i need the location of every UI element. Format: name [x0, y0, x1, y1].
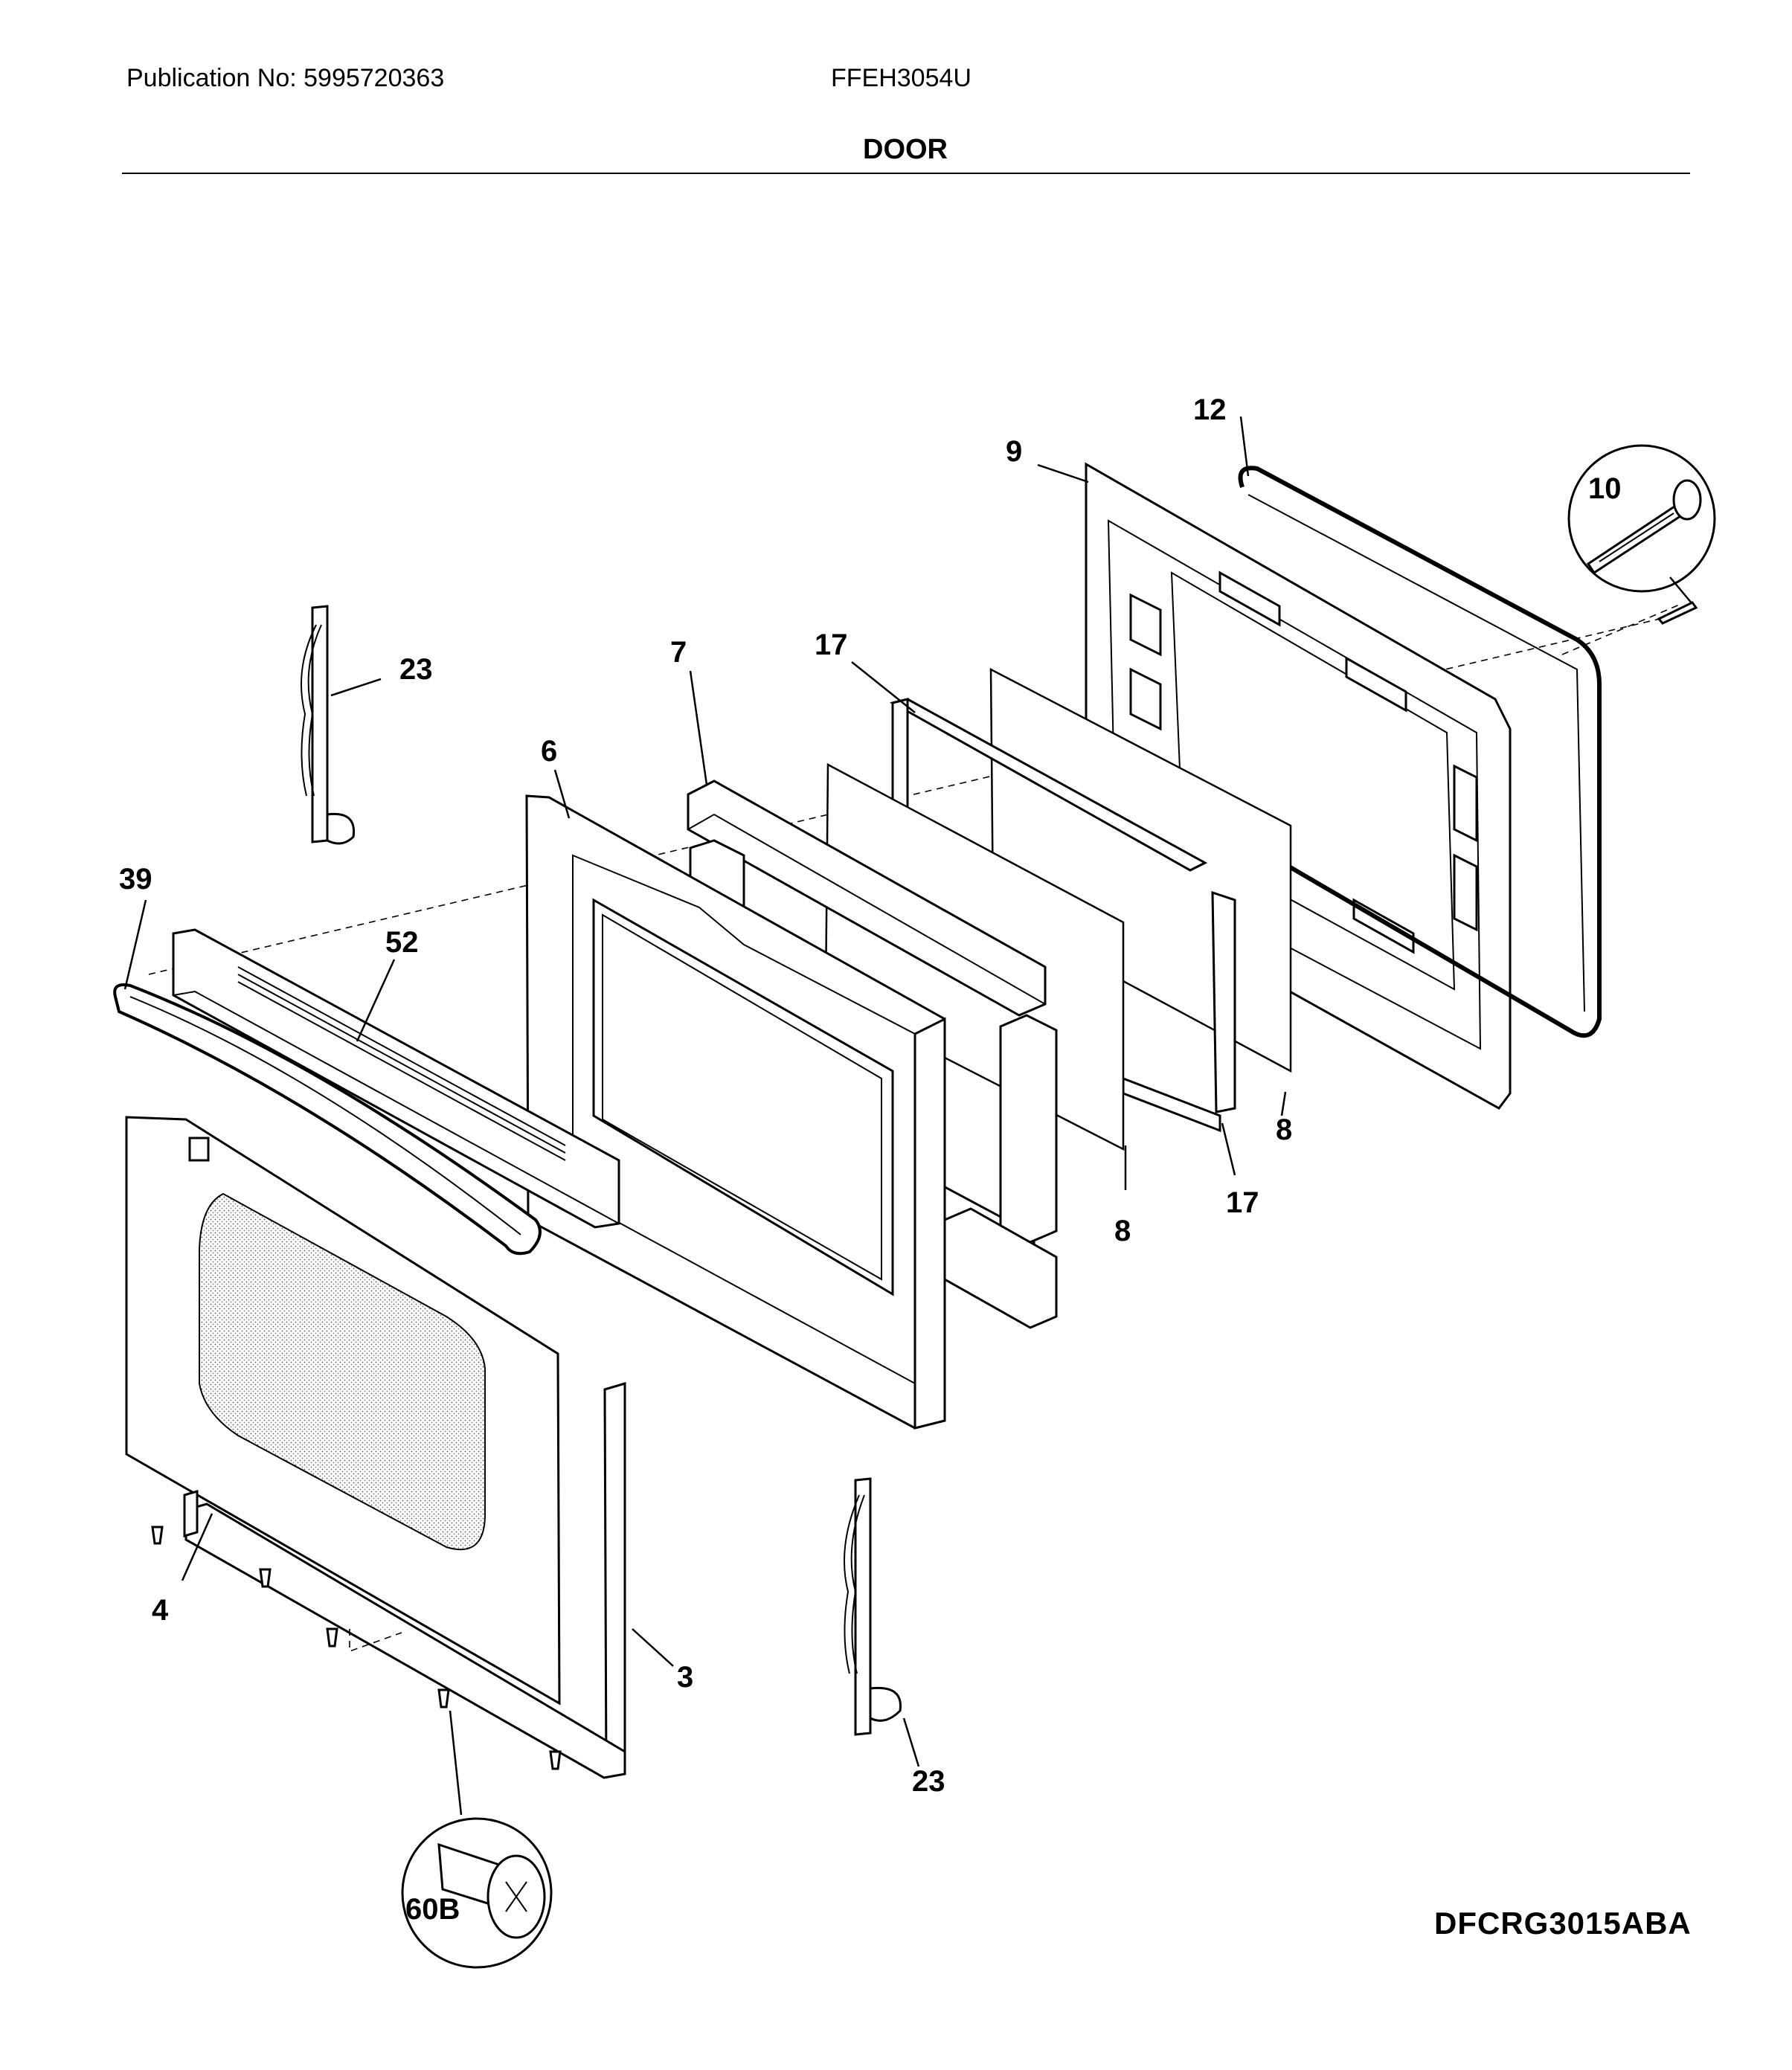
part-12-gasket-inner — [1247, 494, 1585, 1012]
part-52-vent-trim — [172, 928, 620, 1229]
callout-9: 9 — [1006, 435, 1022, 468]
part-10-screw-small — [1657, 601, 1698, 625]
part-3-door-side-trim — [184, 1381, 626, 1779]
screw-axis-60b — [349, 1629, 402, 1653]
part-12-gasket — [1238, 466, 1602, 1038]
part-6-door-liner — [525, 794, 946, 1430]
model-number: FFEH3054U — [831, 64, 972, 92]
callout-23-upper: 23 — [399, 653, 433, 686]
callout-17-top: 17 — [815, 629, 848, 661]
diagram-code: DFCRG3015ABA — [1434, 1906, 1692, 1941]
callout-6: 6 — [541, 735, 557, 768]
leader-lines — [123, 416, 1287, 1816]
callout-8-right: 8 — [1276, 1113, 1292, 1146]
callout-4: 4 — [152, 1594, 169, 1627]
part-9-inner-door-panel — [1085, 462, 1512, 1110]
part-39-handle-edge — [129, 996, 521, 1235]
callout-39: 39 — [119, 863, 152, 896]
part-39-handle — [113, 983, 542, 1256]
detail-circle-part-10 — [1567, 444, 1716, 605]
outer-door-glass — [125, 1116, 561, 1706]
section-title: DOOR — [863, 134, 948, 165]
callout-60b: 60B — [405, 1893, 460, 1926]
screw-axis-10 — [1561, 603, 1682, 655]
publication-number: Publication No: 5995720363 — [126, 64, 445, 92]
callout-10: 10 — [1588, 472, 1622, 505]
callout-3: 3 — [677, 1661, 693, 1694]
part-23-hinge-upper — [301, 605, 356, 845]
callout-17-bottom: 17 — [1226, 1186, 1259, 1219]
detail-circle-part-60b — [401, 1817, 553, 1969]
screw-60b-set — [151, 1526, 562, 1770]
callout-7: 7 — [670, 636, 687, 669]
part-4-bottom-trim — [183, 1489, 199, 1538]
header-rule — [122, 173, 1690, 174]
callout-23-lower: 23 — [912, 1765, 945, 1798]
callout-8-left: 8 — [1114, 1215, 1131, 1247]
callout-12: 12 — [1193, 393, 1227, 426]
callout-52: 52 — [385, 926, 419, 959]
part-23-hinge-lower — [844, 1477, 902, 1736]
